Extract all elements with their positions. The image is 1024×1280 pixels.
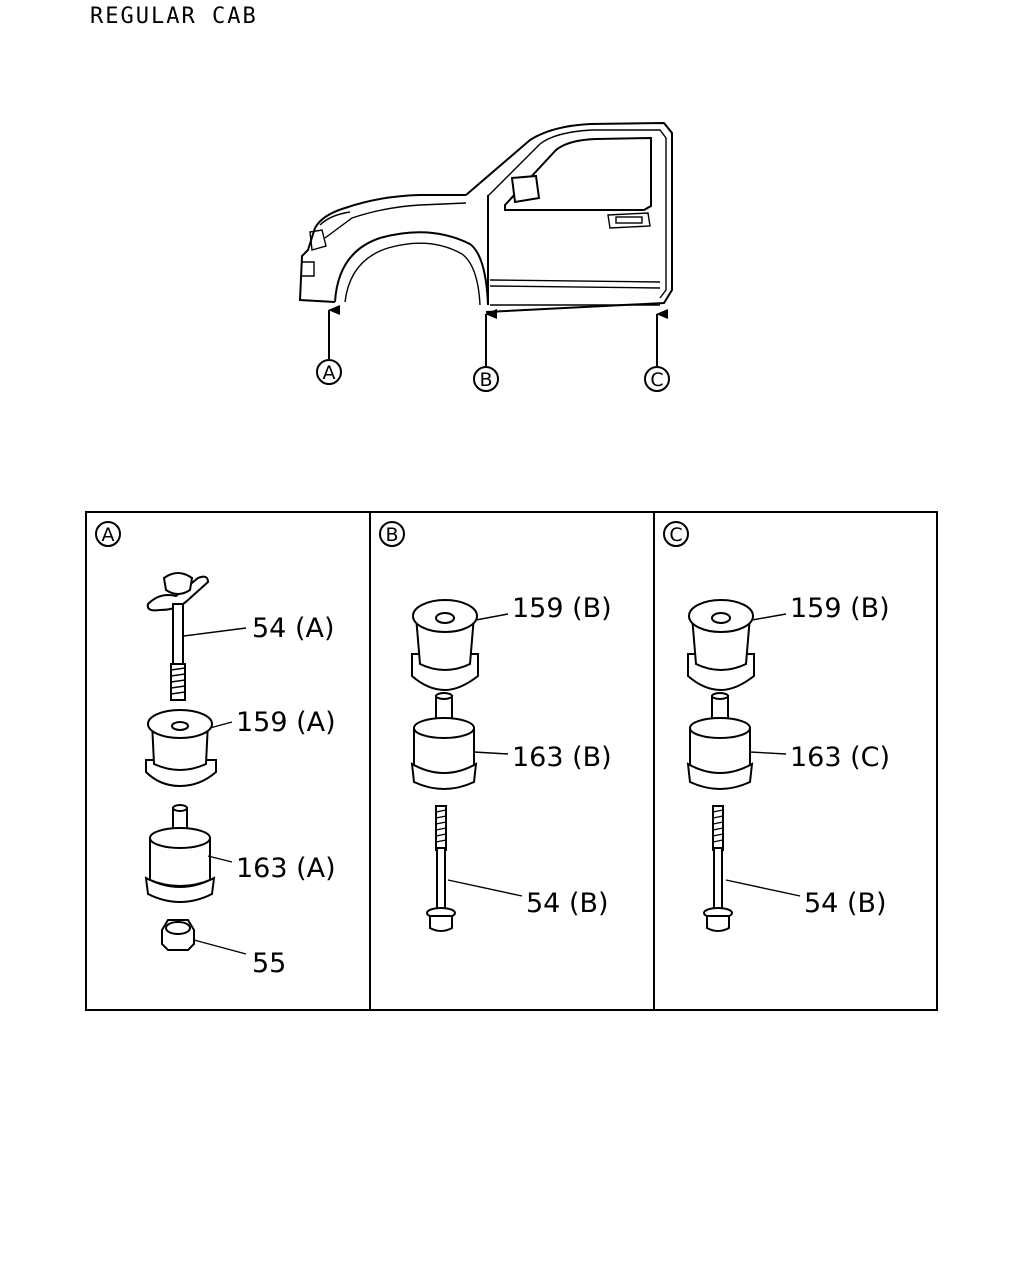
callout-c-letter: C [650,369,663,391]
callout-b-letter: B [479,369,492,391]
callout-arrows [328,305,668,366]
mount-159b [411,599,479,692]
callout-a-letter: A [323,362,336,384]
label-54b-1: 54 (B) [526,888,609,919]
label-159a: 159 (A) [236,707,336,738]
label-54b-2: 54 (B) [804,888,887,919]
label-163b: 163 (B) [512,742,612,773]
label-159b-c: 159 (B) [790,593,890,624]
panel-b-letter: B [385,524,398,546]
panel-c: C 159 (B) 163 (C) 54 (B) [663,521,890,932]
bolt-54b [426,805,456,932]
label-54a: 54 (A) [252,613,334,644]
label-163a: 163 (A) [236,853,336,884]
panel-b: B 159 (B) 163 (B) 54 (B) [379,521,612,932]
spacer-163a [144,804,216,903]
callout-a: A [316,359,342,385]
detail-frame [85,511,938,1011]
label-55: 55 [252,948,286,979]
bolt-54b-c [703,805,733,932]
mount-159a [145,709,217,788]
mount-159b-c [687,599,755,692]
bolt-54a [146,572,210,701]
spacer-163b [410,692,478,790]
label-163c: 163 (C) [790,742,890,773]
callout-c: C [644,366,670,392]
callout-b: B [473,366,499,392]
page-title: REGULAR CAB [90,4,258,29]
panel-a-letter: A [102,524,115,546]
panel-a: A 54 (A) 159 (A) 163 (A) [95,521,336,979]
nut-55 [161,919,195,951]
spacer-163c [686,692,754,790]
label-159b: 159 (B) [512,593,612,624]
panel-c-letter: C [669,524,682,546]
truck-illustration [298,121,673,313]
